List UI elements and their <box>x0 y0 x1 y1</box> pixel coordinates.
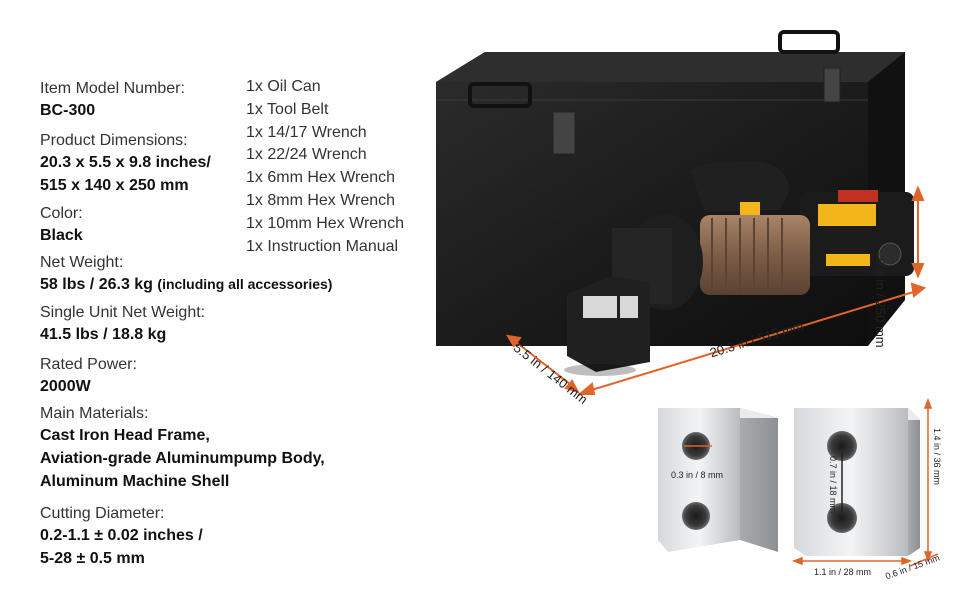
dimension-lines <box>506 185 927 395</box>
spec-value: 2000W <box>40 378 91 395</box>
accessory-list: 1x Oil Can 1x Tool Belt 1x 14/17 Wrench … <box>246 76 404 258</box>
spec-label: Net Weight: <box>40 254 124 271</box>
height-dimension-label: 9.8 in / 250 mm <box>873 258 888 348</box>
spec-model: Item Model Number: BC-300 <box>40 78 185 122</box>
spec-label: Cutting Diameter: <box>40 505 165 522</box>
spec-value: 515 x 140 x 250 mm <box>40 177 189 194</box>
hole-spacing-label: 0.7 in / 18 mm <box>828 456 838 514</box>
rebar-cutter <box>564 161 914 376</box>
accessory-item: 1x Tool Belt <box>246 100 329 118</box>
blade-right <box>794 408 920 556</box>
spec-value: 41.5 lbs / 18.8 kg <box>40 326 167 343</box>
spec-label: Product Dimensions: <box>40 132 188 149</box>
spec-label: Color: <box>40 205 83 222</box>
hole-diameter-label: 0.3 in / 8 mm <box>671 470 724 480</box>
blade-width-label: 1.1 in / 28 mm <box>814 567 872 577</box>
spec-cutting: Cutting Diameter: 0.2-1.1 ± 0.02 inches … <box>40 503 203 570</box>
accessory-item: 1x Oil Can <box>246 78 321 95</box>
spec-label: Main Materials: <box>40 405 149 422</box>
blade-height-label: 1.4 in / 36 mm <box>932 428 942 486</box>
spec-value: 20.3 x 5.5 x 9.8 inches/ <box>40 154 211 171</box>
spec-materials: Main Materials: Cast Iron Head Frame, Av… <box>40 403 325 493</box>
blade-left <box>658 408 778 552</box>
accessory-item: 1x 10mm Hex Wrench <box>246 214 404 232</box>
spec-color: Color: Black <box>40 203 83 247</box>
spec-value: 5-28 ± 0.5 mm <box>40 550 145 567</box>
spec-value: Aluminum Machine Shell <box>40 473 230 490</box>
spec-value: 0.2-1.1 ± 0.02 inches / <box>40 527 203 544</box>
spec-value: Black <box>40 227 83 244</box>
spec-label: Item Model Number: <box>40 80 185 97</box>
spec-value: 58 lbs / 26.3 kg <box>40 276 153 293</box>
spec-power: Rated Power: 2000W <box>40 354 137 398</box>
accessory-item: 1x 6mm Hex Wrench <box>246 169 396 187</box>
spec-label: Single Unit Net Weight: <box>40 304 206 321</box>
spec-net-weight: Net Weight: 58 lbs / 26.3 kg (including … <box>40 252 332 296</box>
accessory-item: 1x 14/17 Wrench <box>246 123 367 141</box>
spec-value: BC-300 <box>40 102 96 119</box>
spec-unit-weight: Single Unit Net Weight: 41.5 lbs / 18.8 … <box>40 302 205 346</box>
spec-value: Aviation-grade Aluminumpump Body, <box>40 450 325 467</box>
accessory-item: 1x 22/24 Wrench <box>246 146 367 164</box>
spec-label: Rated Power: <box>40 356 137 373</box>
spec-dimensions: Product Dimensions: 20.3 x 5.5 x 9.8 inc… <box>40 130 211 197</box>
spec-value: Cast Iron Head Frame, <box>40 427 210 444</box>
accessory-item: 1x Instruction Manual <box>246 237 399 255</box>
spec-note: (including all accessories) <box>157 276 333 292</box>
accessory-item: 1x 8mm Hex Wrench <box>246 191 396 209</box>
